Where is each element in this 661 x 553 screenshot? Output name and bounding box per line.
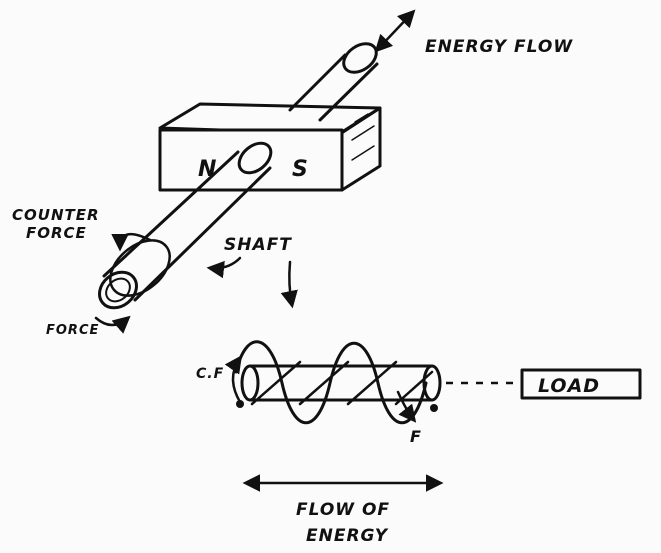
energy-flow-arrow-top	[374, 9, 416, 53]
load-label: LOAD	[538, 375, 600, 397]
coil-counter-force-label: C.F	[196, 366, 224, 382]
magnet-south-pole: S	[292, 157, 309, 182]
force-arrow	[94, 315, 131, 334]
shaft-rotation-arrow	[206, 256, 242, 279]
coil-end-dot	[430, 404, 438, 412]
load-box	[520, 368, 642, 400]
flow-of-energy-label-line1: FLOW OF	[296, 500, 390, 520]
shaft-label: SHAFT	[224, 235, 292, 255]
shaft-pointer-arrow	[280, 260, 298, 309]
counter-force-label-line2: FORCE	[26, 224, 87, 242]
counter-force-arrow	[111, 232, 152, 252]
counter-force-label-line1: COUNTER	[12, 206, 100, 224]
coil-counter-force-arrow	[224, 355, 243, 404]
energy-flow-label: ENERGY FLOW	[425, 37, 573, 57]
flow-of-energy-label-line2: ENERGY	[306, 526, 389, 546]
coil-force-arrow	[396, 390, 417, 423]
lower-shaft	[98, 141, 273, 310]
force-label: FORCE	[46, 323, 99, 338]
coiled-rod	[234, 340, 442, 425]
coil-start-dot	[236, 400, 244, 408]
coil-force-label: F	[410, 427, 422, 446]
